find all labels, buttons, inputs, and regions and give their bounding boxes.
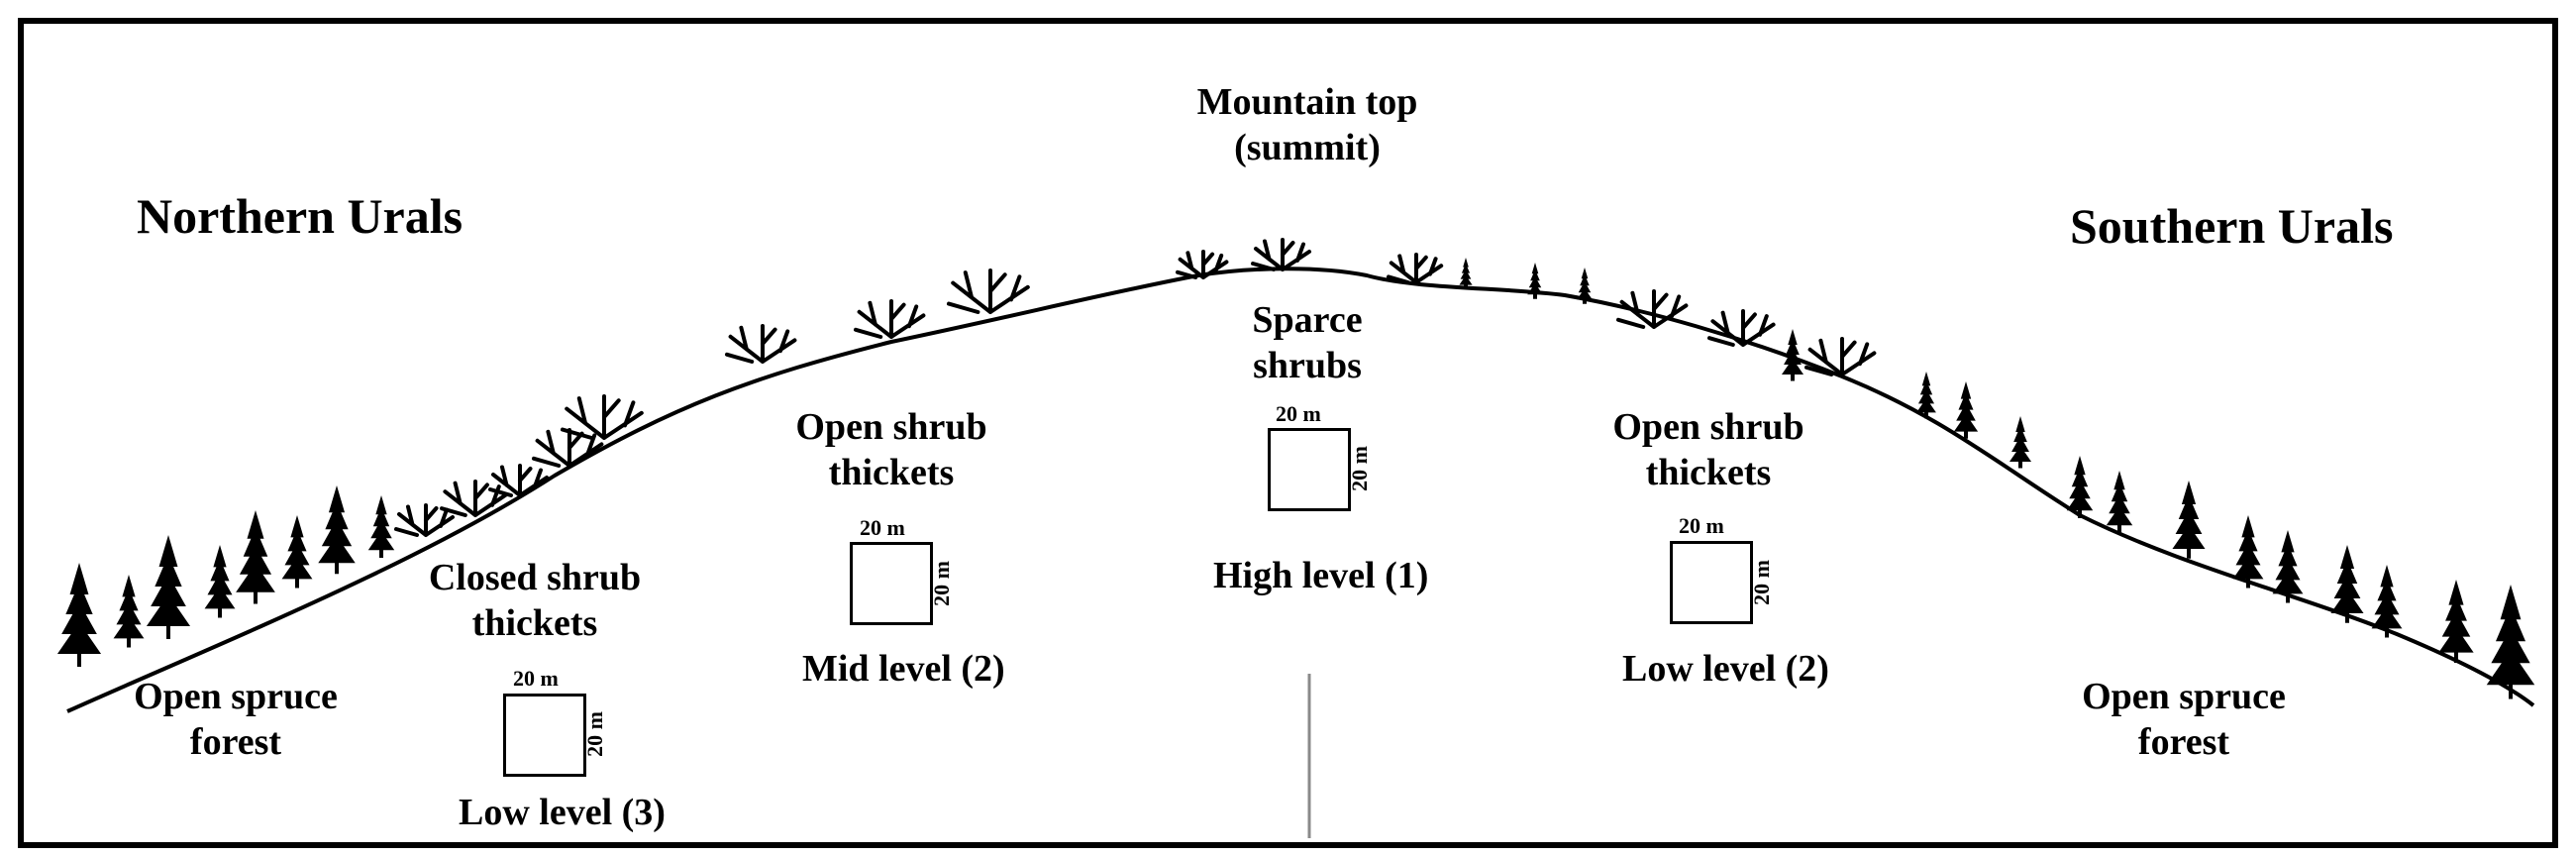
- high-level-label: High level (1): [1213, 555, 1429, 596]
- summit-line2: (summit): [1234, 127, 1381, 169]
- sparse-line1: Sparce: [1252, 299, 1363, 341]
- open-right-line2: thickets: [1645, 452, 1772, 494]
- spruce-tree-icon: [2330, 545, 2364, 623]
- spruce-right-line2: forest: [2137, 721, 2230, 764]
- low-right-plot-height: 20 m: [1748, 560, 1774, 605]
- spruce-tree-icon: [1577, 268, 1593, 304]
- shrub-icon: [394, 503, 455, 537]
- low-right-plot-width: 20 m: [1679, 513, 1724, 538]
- spruce-tree-icon: [1953, 381, 1979, 439]
- spruce-tree-icon: [1527, 263, 1543, 299]
- shrub-icon: [947, 268, 1030, 314]
- spruce-tree-icon: [113, 575, 145, 648]
- shrub-icon: [561, 394, 644, 440]
- northern-urals-title: Northern Urals: [137, 188, 464, 244]
- open-left-line1: Open shrub: [795, 406, 987, 448]
- low-left-plot-square: [503, 694, 586, 777]
- spruce-tree-icon: [2486, 585, 2535, 699]
- closed-line2: thickets: [471, 602, 598, 645]
- spruce-tree-icon: [2106, 471, 2133, 533]
- shrubs: [394, 238, 1877, 537]
- sparse-line2: shrubs: [1253, 345, 1362, 387]
- spruce-left-label: Open spruce forest: [117, 674, 355, 766]
- shrub-icon: [854, 299, 926, 339]
- high-plot-square: [1268, 428, 1351, 511]
- spruce-tree-icon: [2232, 515, 2264, 589]
- summit-label: Mountain top (summit): [1159, 79, 1456, 171]
- spruce-tree-icon: [367, 495, 395, 558]
- closed-line1: Closed shrub: [428, 557, 642, 598]
- mid-plot-width: 20 m: [860, 515, 905, 540]
- sparse-shrubs-label: Sparce shrubs: [1208, 297, 1406, 389]
- summit-line1: Mountain top: [1196, 81, 1418, 123]
- mid-plot-square: [850, 542, 933, 625]
- spruce-right-line1: Open spruce: [2082, 676, 2286, 717]
- spruce-tree-icon: [2009, 416, 2032, 469]
- open-shrub-right-label: Open shrub thickets: [1580, 404, 1837, 496]
- shrub-icon: [725, 324, 797, 364]
- open-shrub-left-label: Open shrub thickets: [763, 404, 1020, 496]
- spruce-tree-icon: [2371, 565, 2403, 638]
- spruce-tree-icon: [56, 563, 102, 667]
- spruce-right-label: Open spruce forest: [2065, 674, 2303, 766]
- spruce-tree-icon: [1781, 329, 1804, 381]
- shrub-icon: [1707, 309, 1776, 347]
- low-left-plot-height: 20 m: [581, 711, 607, 757]
- spruce-tree-icon: [236, 510, 275, 604]
- mid-level-label: Mid level (2): [802, 648, 1005, 690]
- spruce-tree-icon: [318, 485, 356, 575]
- spruce-tree-icon: [2438, 580, 2474, 663]
- spruce-left-line1: Open spruce: [134, 676, 338, 717]
- low-right-plot-square: [1670, 541, 1753, 624]
- spruce-left-line2: forest: [189, 721, 282, 764]
- spruce-tree-icon: [281, 515, 313, 589]
- shrub-icon: [1387, 253, 1444, 284]
- spruce-tree-icon: [2172, 481, 2206, 559]
- low-left-plot-width: 20 m: [513, 666, 559, 691]
- low-left-level-label: Low level (3): [459, 792, 666, 833]
- closed-shrub-label: Closed shrub thickets: [411, 555, 659, 647]
- mid-plot-height: 20 m: [928, 561, 954, 606]
- shrub-icon: [1616, 289, 1689, 329]
- shrub-icon: [488, 464, 549, 497]
- high-plot-width: 20 m: [1276, 401, 1321, 426]
- low-right-level-label: Low level (2): [1622, 648, 1829, 690]
- spruce-tree-icon: [146, 535, 191, 639]
- spruce-tree-icon: [1459, 258, 1473, 289]
- spruce-tree-icon: [2066, 456, 2094, 518]
- shrub-icon: [1176, 250, 1229, 279]
- open-left-line2: thickets: [828, 452, 955, 494]
- shrub-icon: [1251, 238, 1311, 271]
- shrub-icon: [1804, 337, 1877, 376]
- southern-urals-title: Southern Urals: [2070, 198, 2394, 254]
- spruce-trees: [56, 258, 2535, 699]
- spruce-tree-icon: [2272, 530, 2304, 603]
- high-plot-height: 20 m: [1346, 446, 1372, 491]
- spruce-tree-icon: [1916, 372, 1936, 419]
- open-right-line1: Open shrub: [1612, 406, 1804, 448]
- shrub-icon: [440, 480, 508, 517]
- shrub-icon: [532, 428, 604, 468]
- spruce-tree-icon: [204, 545, 236, 618]
